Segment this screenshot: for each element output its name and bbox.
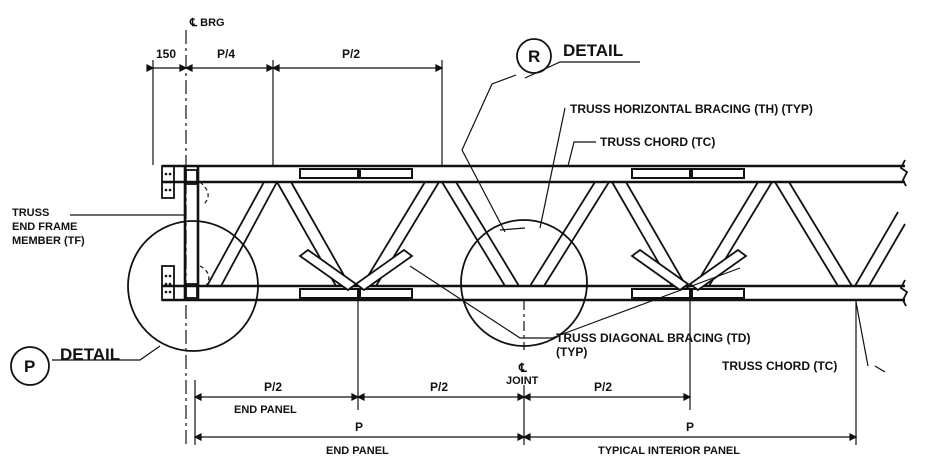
detail-r-label: DETAIL — [563, 41, 623, 60]
end-frame-label-line1: TRUSS — [12, 207, 49, 219]
diagonal-bracing-label-line2: (TYP) — [556, 345, 587, 359]
detail-r-letter: R — [528, 47, 540, 66]
top-chord-label: TRUSS CHORD (TC) — [600, 135, 715, 149]
typical-interior-panel-label: TYPICAL INTERIOR PANEL — [598, 445, 740, 457]
dim-p4-label: P/4 — [217, 47, 235, 61]
diagonal-bracing — [298, 248, 748, 292]
centerlines — [152, 30, 857, 445]
bottom-chord — [162, 279, 909, 307]
joint-label: JOINT — [506, 375, 539, 387]
detail-p-circle — [127, 220, 259, 352]
end-panel-half-label: END PANEL — [234, 404, 297, 416]
truss-web-diagonals — [206, 181, 906, 287]
horizontal-bracing-top — [299, 168, 745, 179]
end-panel-label: END PANEL — [326, 445, 389, 457]
dim-p-a-label: P — [355, 420, 363, 434]
joint-centerline-symbol: ℄ — [518, 361, 527, 375]
dim-p2-b-label: P/2 — [430, 380, 448, 394]
bearing-centerline-label: ℄ BRG — [189, 17, 225, 29]
dim-150-label: 150 — [156, 47, 176, 61]
horizontal-bracing-bottom — [299, 288, 745, 299]
dim-p2-c-label: P/2 — [594, 380, 612, 394]
end-frame-label-line2: END FRAME — [12, 221, 77, 233]
top-dimension-line — [146, 64, 444, 72]
detail-p-bubble: P — [10, 346, 50, 386]
bottom-chord-label: TRUSS CHORD (TC) — [722, 359, 837, 373]
horizontal-bracing-label: TRUSS HORIZONTAL BRACING (TH) (TYP) — [570, 102, 813, 116]
end-frame-label-line3: MEMBER (TF) — [12, 235, 85, 247]
dim-p2-a-label: P/2 — [264, 380, 282, 394]
detail-p-letter: P — [24, 357, 35, 376]
bottom-dimension-lines — [193, 393, 858, 441]
top-chord — [162, 159, 909, 187]
detail-r-bubble: R — [516, 38, 552, 74]
dim-p2-top-label: P/2 — [342, 47, 360, 61]
detail-p-label: DETAIL — [60, 345, 120, 364]
dim-p-b-label: P — [686, 420, 694, 434]
diagonal-bracing-label-line1: TRUSS DIAGONAL BRACING (TD) — [556, 331, 750, 345]
